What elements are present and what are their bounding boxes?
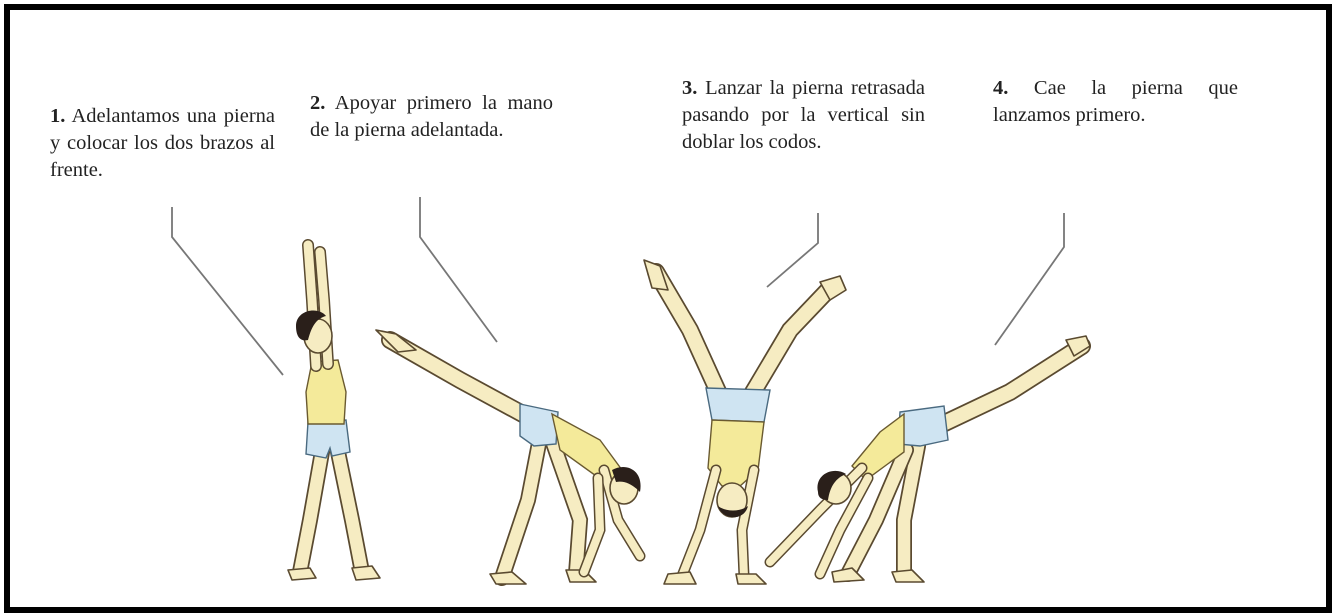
step-1-number: 1. [50, 105, 66, 127]
step-1-text: Adelantamos una pierna y colocar los dos… [50, 105, 275, 181]
step-3-number: 3. [682, 77, 698, 99]
leader-line-1 [171, 207, 284, 376]
step-3-text: Lanzar la pierna retrasada pasando por l… [682, 77, 925, 153]
leader-line-4 [994, 213, 1065, 346]
leader-line-2 [419, 197, 498, 343]
step-3-caption: 3. Lanzar la pierna retrasada pasando po… [682, 75, 925, 156]
gymnast-figure-1 [287, 239, 381, 581]
step-2-text: Apoyar primero la mano de la pierna adel… [310, 92, 554, 141]
leader-line-3 [766, 213, 819, 288]
step-1-caption: 1. Adelantamos una pierna y colocar los … [50, 103, 275, 184]
gymnast-figure-2 [375, 329, 646, 586]
step-4-caption: 4. Cae la pierna que lanzamos primero. [993, 75, 1238, 129]
step-2-caption: 2. Apoyar primero la mano de la pierna a… [310, 90, 553, 144]
step-4-text: Cae la pierna que lanzamos primero. [993, 77, 1239, 126]
step-2-number: 2. [310, 92, 326, 114]
gymnast-figure-4 [764, 335, 1091, 583]
gymnast-figure-3 [643, 259, 847, 585]
step-4-number: 4. [993, 77, 1009, 99]
